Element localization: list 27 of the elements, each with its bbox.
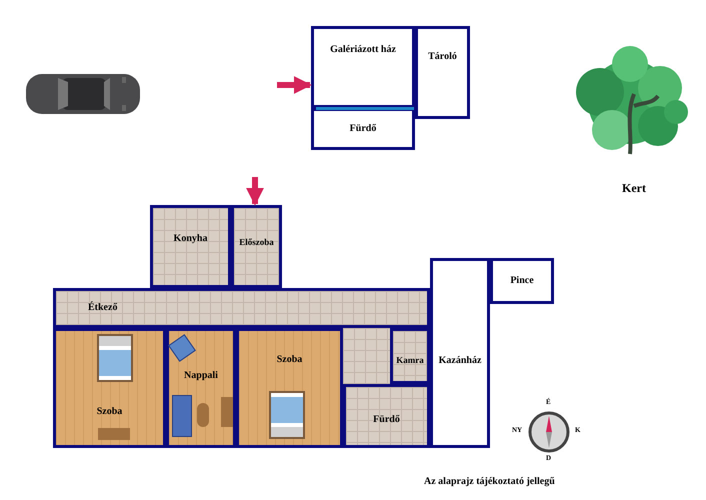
room-label: Szoba [276, 355, 302, 365]
room-label: Pince [510, 276, 534, 286]
room-label: Fürdő [373, 415, 400, 425]
room [150, 205, 231, 288]
room-label: Tároló [428, 52, 457, 62]
room [415, 26, 470, 119]
room [231, 205, 282, 288]
room [430, 258, 490, 448]
room-label: Fürdő [350, 124, 376, 134]
entrance-arrow [246, 177, 264, 206]
room [343, 384, 430, 448]
caption: Az alaprajz tájékoztató jellegű [424, 475, 555, 489]
room [490, 258, 554, 304]
room-label: Előszoba [239, 238, 274, 247]
room [311, 26, 415, 108]
room-label: Galériázott ház [330, 45, 396, 55]
room-label: Étkező [88, 303, 118, 313]
room-label: Konyha [174, 234, 208, 244]
room-label: Kazánház [438, 356, 482, 366]
room-label: Nappali [184, 371, 218, 381]
area-label: Kert [622, 182, 646, 194]
room-label: Kamra [396, 356, 424, 364]
room-label: Szoba [96, 407, 122, 417]
room [53, 288, 430, 328]
entrance-arrow [277, 76, 312, 94]
room [390, 328, 430, 384]
room [311, 108, 415, 150]
